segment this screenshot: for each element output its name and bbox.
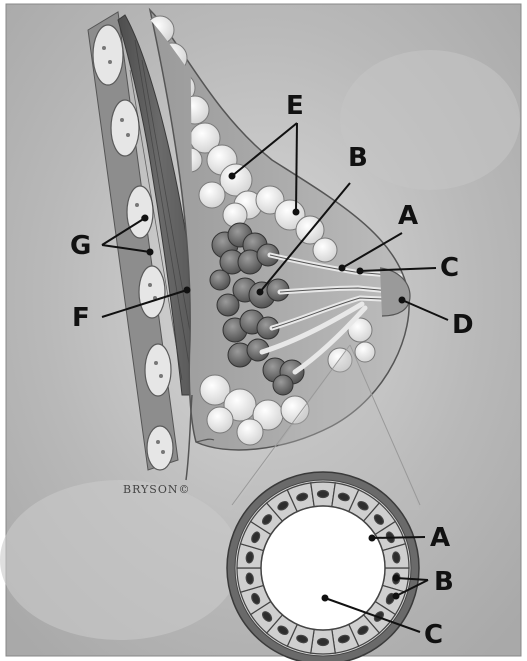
background-haze bbox=[0, 480, 240, 640]
inset-label-c: C bbox=[424, 620, 443, 650]
rib-segment bbox=[145, 344, 171, 396]
inset-label-b: B bbox=[434, 567, 454, 597]
label-d: D bbox=[452, 310, 474, 340]
label-f: F bbox=[72, 303, 90, 333]
artist-signature: BRYSON© bbox=[123, 483, 190, 496]
rib-segment bbox=[139, 266, 165, 318]
acinus-lumen bbox=[261, 506, 385, 630]
label-c: C bbox=[440, 253, 459, 283]
cell-nucleus bbox=[318, 491, 329, 498]
acinus-inset bbox=[227, 472, 419, 661]
label-a: A bbox=[398, 201, 418, 231]
cell-nucleus bbox=[318, 639, 329, 646]
label-g: G bbox=[70, 231, 91, 261]
rib-segment bbox=[127, 186, 153, 238]
rib-segment bbox=[111, 100, 139, 156]
label-e: E bbox=[286, 91, 304, 121]
rib-segment bbox=[93, 25, 123, 85]
label-b: B bbox=[348, 143, 368, 173]
rib-segment bbox=[147, 426, 173, 470]
inset-label-a: A bbox=[430, 523, 450, 553]
